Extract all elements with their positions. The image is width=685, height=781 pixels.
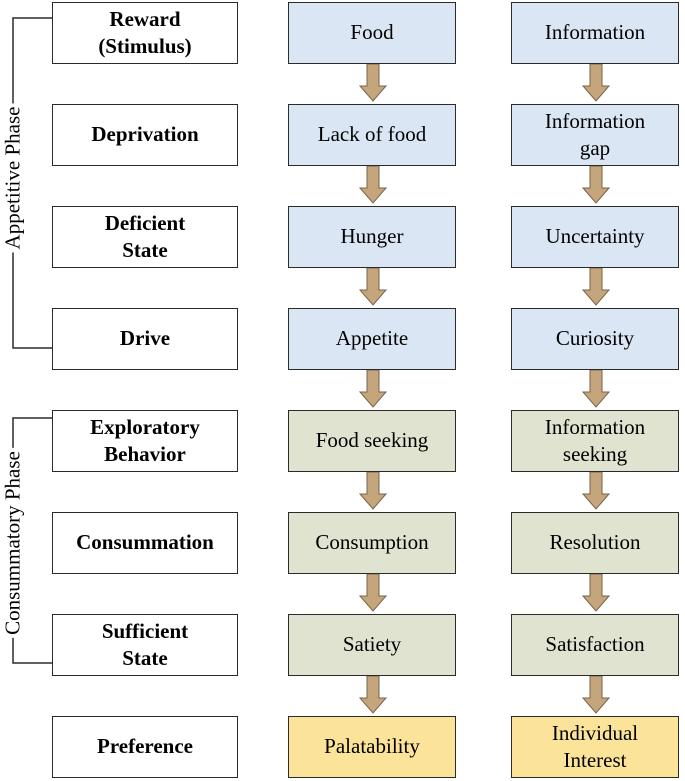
info-label: Resolution [549,530,641,555]
info-label: Curiosity [555,326,635,351]
food-label: Palatability [324,734,420,759]
stage-label: Deprivation [91,122,199,147]
stage-label: Deficient State [104,210,186,262]
info-box-consummation: Resolution [511,512,679,574]
info-label: Information gap [544,108,646,160]
info-box-reward: Information [511,2,679,64]
down-arrow-icon [359,472,387,510]
food-box-deprivation: Lack of food [288,104,456,166]
food-box-consummation: Consumption [288,512,456,574]
stage-label: Exploratory Behavior [90,414,200,466]
food-box-drive: Appetite [288,308,456,370]
food-label: Hunger [340,224,404,249]
down-arrow-icon [359,166,387,204]
stage-label: Drive [119,326,171,351]
info-label: Individual Interest [551,720,639,772]
food-label: Appetite [335,326,409,351]
info-box-deprivation: Information gap [511,104,679,166]
food-label: Lack of food [317,122,427,147]
down-arrow-icon [582,574,610,612]
food-box-preference: Palatability [288,716,456,778]
food-label: Food seeking [315,428,429,453]
down-arrow-icon [582,268,610,306]
info-box-deficient-state: Uncertainty [511,206,679,268]
stage-label: Sufficient State [101,618,189,670]
stage-drive: Drive [52,308,238,370]
stage-consummation: Consummation [52,512,238,574]
stage-label: Consummation [76,530,214,555]
info-box-exploratory: Information seeking [511,410,679,472]
stage-label: Preference [97,734,193,759]
down-arrow-icon [582,64,610,102]
stage-deficient-state: Deficient State [52,206,238,268]
down-arrow-icon [582,370,610,408]
info-box-sufficient-state: Satisfaction [511,614,679,676]
down-arrow-icon [359,370,387,408]
stage-sufficient-state: Sufficient State [52,614,238,676]
food-label: Consumption [315,530,429,555]
down-arrow-icon [359,676,387,714]
info-box-preference: Individual Interest [511,716,679,778]
down-arrow-icon [582,676,610,714]
food-box-exploratory: Food seeking [288,410,456,472]
info-label: Satisfaction [545,632,645,657]
info-box-drive: Curiosity [511,308,679,370]
food-label: Satiety [342,632,402,657]
stage-label: Reward (Stimulus) [98,6,192,58]
stage-deprivation: Deprivation [52,104,238,166]
stage-preference: Preference [52,716,238,778]
food-box-reward: Food [288,2,456,64]
down-arrow-icon [359,574,387,612]
down-arrow-icon [359,268,387,306]
down-arrow-icon [582,166,610,204]
food-label: Food [350,20,394,45]
stage-exploratory-behavior: Exploratory Behavior [52,410,238,472]
info-label: Uncertainty [545,224,645,249]
appetitive-phase-label: Appetitive Phase [0,103,26,253]
food-box-deficient-state: Hunger [288,206,456,268]
down-arrow-icon [582,472,610,510]
consummatory-phase-label: Consummatory Phase [0,448,26,638]
info-label: Information [544,20,646,45]
stage-reward: Reward (Stimulus) [52,2,238,64]
down-arrow-icon [359,64,387,102]
food-box-sufficient-state: Satiety [288,614,456,676]
info-label: Information seeking [544,414,646,466]
